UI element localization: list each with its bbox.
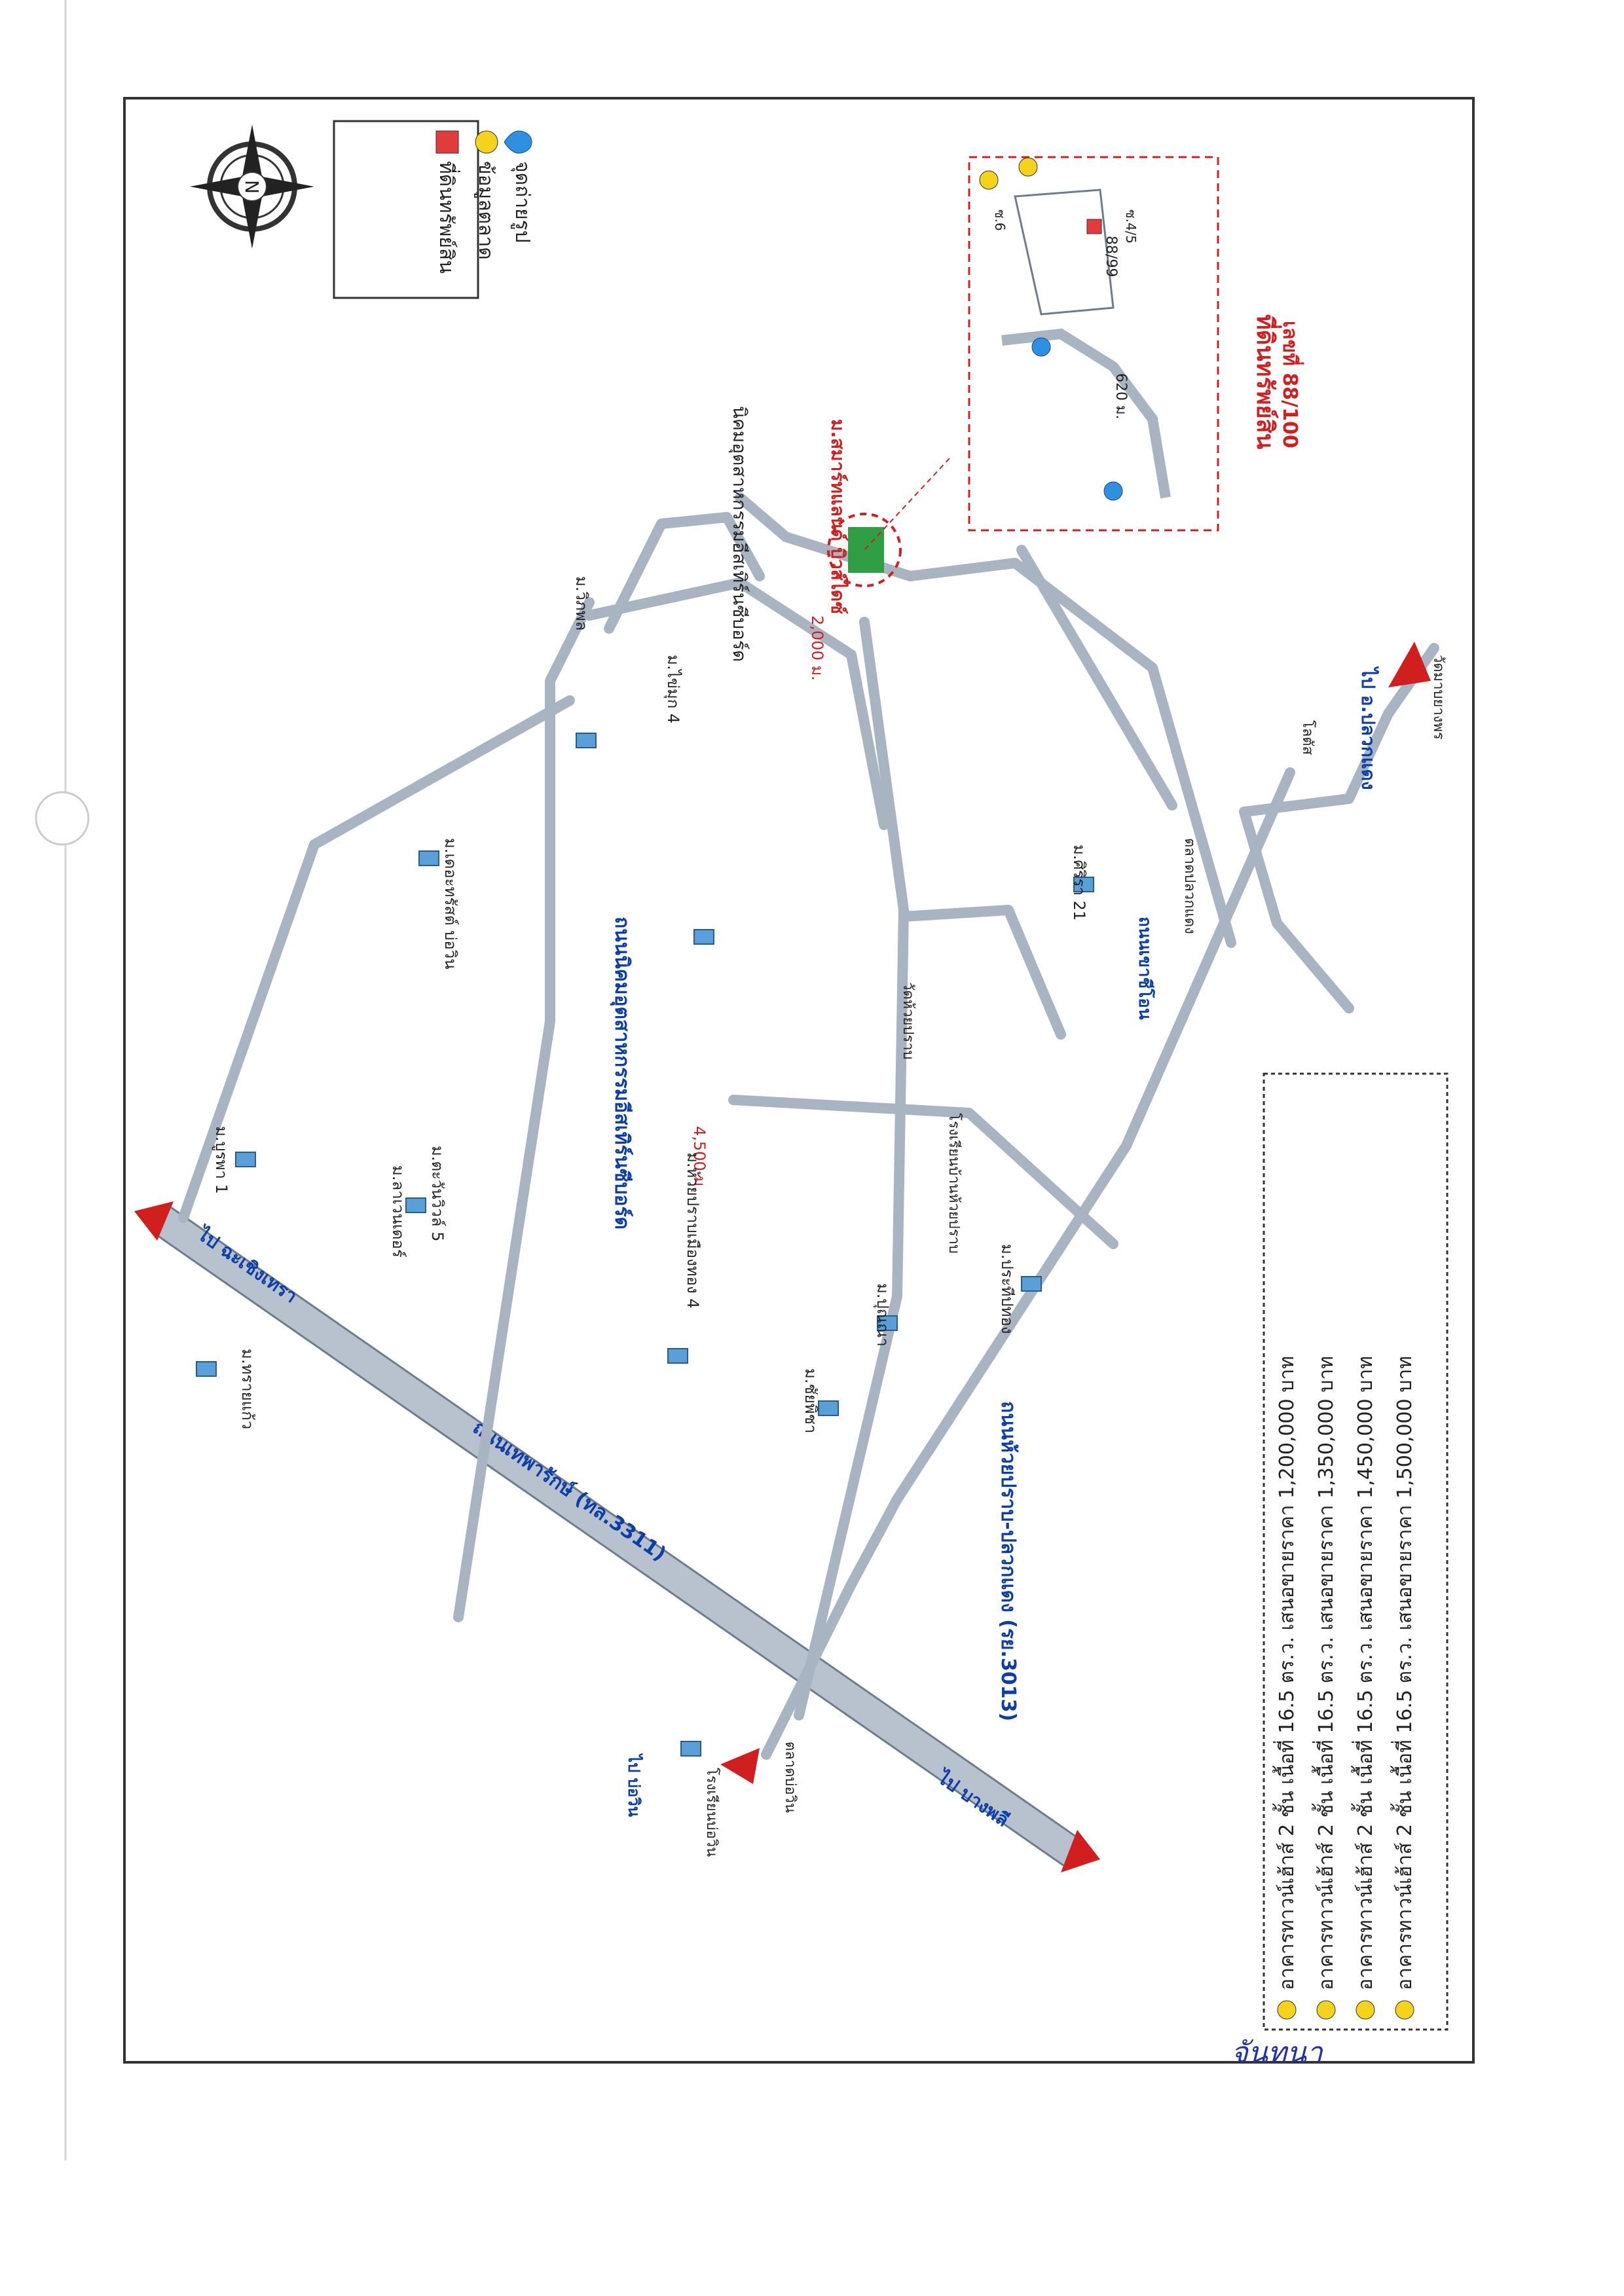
compass-icon: N: [190, 124, 314, 249]
inset-alley-1: ซ.6: [992, 210, 1008, 231]
khao-chi-on-road-label: ถนนเขาชีโอน: [1135, 917, 1156, 1020]
market-point-icon: [1018, 157, 1038, 177]
photo-point-icon: [1031, 337, 1051, 357]
price-item-4: อาคารทาวน์เฮ้าส์ 2 ชั้น เนื้อที่ 16.5 ตร…: [1390, 1356, 1416, 1990]
to-pluak-daeng-label: ไป อ.ปลวกแดง: [1357, 666, 1379, 790]
price-item-1: อาคารทาวน์เฮ้าส์ 2 ชั้น เนื้อที่ 16.5 ตร…: [1272, 1356, 1299, 1990]
inset-parcel-label: 88/99: [1103, 236, 1119, 277]
village-label-2: ม.ทรายแก้ว: [238, 1349, 257, 1429]
legend-photo-label: จุดถ่ายรูป: [510, 161, 534, 243]
highway-arrow-right-icon: [1061, 1830, 1100, 1872]
to-bo-win-arrow-icon: [720, 1748, 760, 1784]
wat-huai-prap-label: วัดห้วยปราบ: [900, 982, 916, 1060]
price-list: อาคารทาวน์เฮ้าส์ 2 ชั้น เนื้อที่ 16.5 ตร…: [1263, 1072, 1449, 2031]
subject-village-marker: ม.สมาร์ทแลนด์ บิวส์ไดซ์: [827, 419, 902, 614]
legend-property-label: ที่ดินทรัพย์สิน: [435, 161, 460, 274]
subject-village-label: ม.สมาร์ทแลนด์ บิวส์ไดซ์: [827, 419, 849, 614]
distance-label-1: 4,500 ม.: [690, 1126, 709, 1192]
inset-property-marker: [1086, 219, 1102, 234]
property-inset: 88/99 620 ม. ซ.6 ซ.4/5 ที่ดินทรัพย์สิน เ…: [864, 156, 1304, 551]
road-network: [178, 492, 1439, 1760]
market-bo-win-label: ตลาดบ่อวิน: [782, 1741, 798, 1813]
photo-point-icon: [1103, 481, 1123, 501]
price-item-2: อาคารทาวน์เฮ้าส์ 2 ชั้น เนื้อที่ 16.5 ตร…: [1312, 1356, 1338, 1990]
tesco-label: โลตัส: [1299, 720, 1316, 756]
village-label-3: ม.ลาเวนเดอร์: [389, 1165, 407, 1258]
inset-title: ที่ดินทรัพย์สิน: [1251, 314, 1282, 450]
village-label-6: ม.วิภพล: [572, 576, 591, 630]
price-item-3: อาคารทาวน์เฮ้าส์ 2 ชั้น เนื้อที่ 16.5 ตร…: [1351, 1356, 1377, 1990]
school-bo-win-label: โรงเรียนบ่อวิน: [703, 1768, 720, 1857]
industrial-road-label: ถนนนิคมอุตสาหกรรมอีสเทิร์นซีบอร์ด: [610, 917, 633, 1230]
market-point-icon: [979, 170, 999, 190]
village-label-1: ม.บูรพา 1: [212, 1126, 231, 1194]
map-frame: [123, 97, 1475, 2064]
red-square-icon: [435, 130, 459, 154]
signature: จันทนา: [1231, 2036, 1323, 2069]
to-bo-win-label: ไป บ่อวิน: [625, 1753, 644, 1817]
market-pluak-daeng-label: ตลาดปลวกแดง: [1181, 838, 1198, 934]
blue-pin-icon: [504, 130, 532, 154]
compass-letter: N: [241, 180, 263, 194]
village-label-8: ม.ศิริรา 21: [1070, 845, 1088, 920]
village-label-7: ม.ไข่มุก 4: [663, 655, 682, 723]
distance-label-2: 2,000 ม.: [808, 615, 826, 681]
inset-road-length: 620 ม.: [1113, 373, 1129, 419]
village-label-11: ม.ห้วยปราบเมืองทอง 4: [684, 1152, 702, 1309]
village-label-12: ม.ประทีปทอง: [998, 1244, 1016, 1334]
to-pluak-daeng-arrow-icon: [1388, 642, 1431, 687]
village-label-9: ม.ปุณณา: [873, 1283, 892, 1347]
village-label-10: ม.ชัยพิชา: [802, 1368, 820, 1433]
inset-alley-2: ซ.4/5: [1123, 210, 1139, 244]
industrial-estate-label: นิคมอุตสาหกรรมอีสเทิร์นซีบอร์ด: [728, 406, 750, 662]
punch-hole: [35, 791, 90, 846]
village-icons: [196, 733, 1094, 1757]
school-huai-prap-label: โรงเรียนบ้านห้วยปราบ: [946, 1113, 963, 1254]
huai-sai-road-label: ถนนห้วยปราบ-ปลวกแดง (รย.3013): [997, 1401, 1020, 1721]
highway-arrow-left-icon: [134, 1201, 174, 1241]
village-label-5: ม.เดอะทรัสต์ บ่อวิน: [441, 838, 460, 970]
village-label-4: ม.ตะวันวิวล์ 5: [428, 1146, 447, 1241]
legend: ที่ดินทรัพย์สิน ข้อมูลตลาด จุดถ่ายรูป: [333, 120, 534, 299]
legend-market-label: ข้อมูลตลาด: [474, 161, 497, 260]
inset-subtitle: เลขที่ 88/100: [1278, 321, 1304, 448]
wat-pluak-daeng-label: วัดมาบยางพร: [1430, 655, 1447, 740]
yellow-circle-icon: [475, 130, 498, 154]
